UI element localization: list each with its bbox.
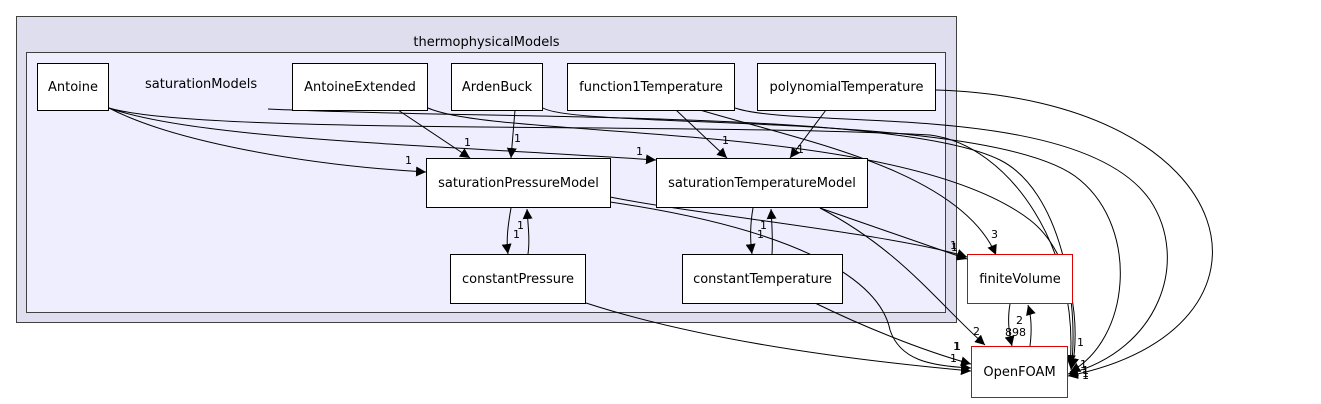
node-saturation-temperature-model[interactable]: saturationTemperatureModel <box>656 158 868 208</box>
edge-label: 1 <box>950 239 957 252</box>
node-polynomial-temperature[interactable]: polynomialTemperature <box>757 63 936 111</box>
edge-function1-temperature-to-openfoam <box>734 107 1168 377</box>
edge-label: 1 <box>514 132 521 145</box>
edge-openfoam-to-finite-volume <box>1026 304 1036 347</box>
edge-label: 1 <box>1082 367 1089 380</box>
edge-label: 1 <box>757 228 764 241</box>
edge-saturation-pressure-model-to-constant-pressure <box>501 207 512 255</box>
edge-saturation-temperature-model-to-finite-volume <box>819 207 968 261</box>
edge-label: 1 <box>797 143 804 156</box>
edge-label: 1 <box>1080 358 1087 371</box>
edge-label: 1 <box>954 340 961 353</box>
edge-constant-temperature-to-openfoam <box>814 302 972 367</box>
node-saturation-models-label[interactable]: saturationModels <box>145 77 258 92</box>
node-antoine[interactable]: Antoine <box>37 63 109 111</box>
edge-label: 1 <box>464 136 471 149</box>
edge-label: 2 <box>1016 314 1023 327</box>
edge-label: 1 <box>953 340 960 353</box>
edge-saturation-temperature-model-to-openfoam <box>819 207 986 346</box>
edge-constant-pressure-to-saturation-pressure-model <box>522 208 533 255</box>
edge-label: 1 <box>950 352 957 365</box>
edge-antoine-to-openfoam <box>108 107 1076 366</box>
edge-antoine-to-saturation-pressure-model <box>108 107 427 177</box>
edge-saturation-temperature-model-to-constant-temperature <box>745 207 756 255</box>
edge-function1-temperature-to-finite-volume <box>699 109 997 256</box>
edge-label: 1 <box>513 228 520 241</box>
edge-polynomial-temperature-to-openfoam <box>935 89 1213 379</box>
edge-label: 1 <box>636 145 643 158</box>
edge-label: 3 <box>991 228 998 241</box>
edge-label: 1 <box>722 134 729 147</box>
edge-saturation-pressure-model-to-finite-volume <box>609 196 968 259</box>
node-saturation-pressure-model[interactable]: saturationPressureModel <box>426 158 611 208</box>
edge-constant-pressure-to-openfoam <box>585 302 972 376</box>
edge-saturation-pressure-model-to-openfoam <box>609 201 972 373</box>
node-constant-pressure[interactable]: constantPressure <box>450 254 586 304</box>
edge-label: 1 <box>1077 336 1084 349</box>
edge-arden-buck-to-openfoam <box>542 107 1121 373</box>
edge-label: 1 <box>405 154 412 167</box>
edge-label: 1 <box>951 241 958 254</box>
edge-function1-temperature-to-saturation-temperature-model <box>675 109 728 159</box>
cluster-title-thermophysical-models: thermophysicalModels <box>413 35 560 50</box>
node-finite-volume[interactable]: finiteVolume <box>967 254 1073 304</box>
edge-finite-volume-to-openfoam <box>1004 303 1015 347</box>
edge-antoine-to-saturation-temperature-model <box>108 107 657 165</box>
edge-label: 1 <box>1082 369 1089 382</box>
edge-label: 1 <box>760 219 767 232</box>
edge-label: 898 <box>1005 326 1026 339</box>
edge-label: 1 <box>517 219 524 232</box>
edge-polynomial-temperature-to-saturation-temperature-model <box>789 109 827 159</box>
edge-label: 1 <box>1082 364 1089 377</box>
edge-arden-buck-to-saturation-pressure-model <box>506 109 517 159</box>
node-antoine-extended[interactable]: AntoineExtended <box>292 63 428 111</box>
node-function1-temperature[interactable]: function1Temperature <box>567 63 735 111</box>
edge-label: 2 <box>973 325 980 338</box>
node-constant-temperature[interactable]: constantTemperature <box>682 254 843 304</box>
edge-constant-temperature-to-saturation-temperature-model <box>766 208 777 255</box>
edge-antoine-extended-to-saturation-pressure-model <box>397 109 471 159</box>
node-arden-buck[interactable]: ArdenBuck <box>451 63 543 111</box>
node-openfoam[interactable]: OpenFOAM <box>971 346 1068 398</box>
